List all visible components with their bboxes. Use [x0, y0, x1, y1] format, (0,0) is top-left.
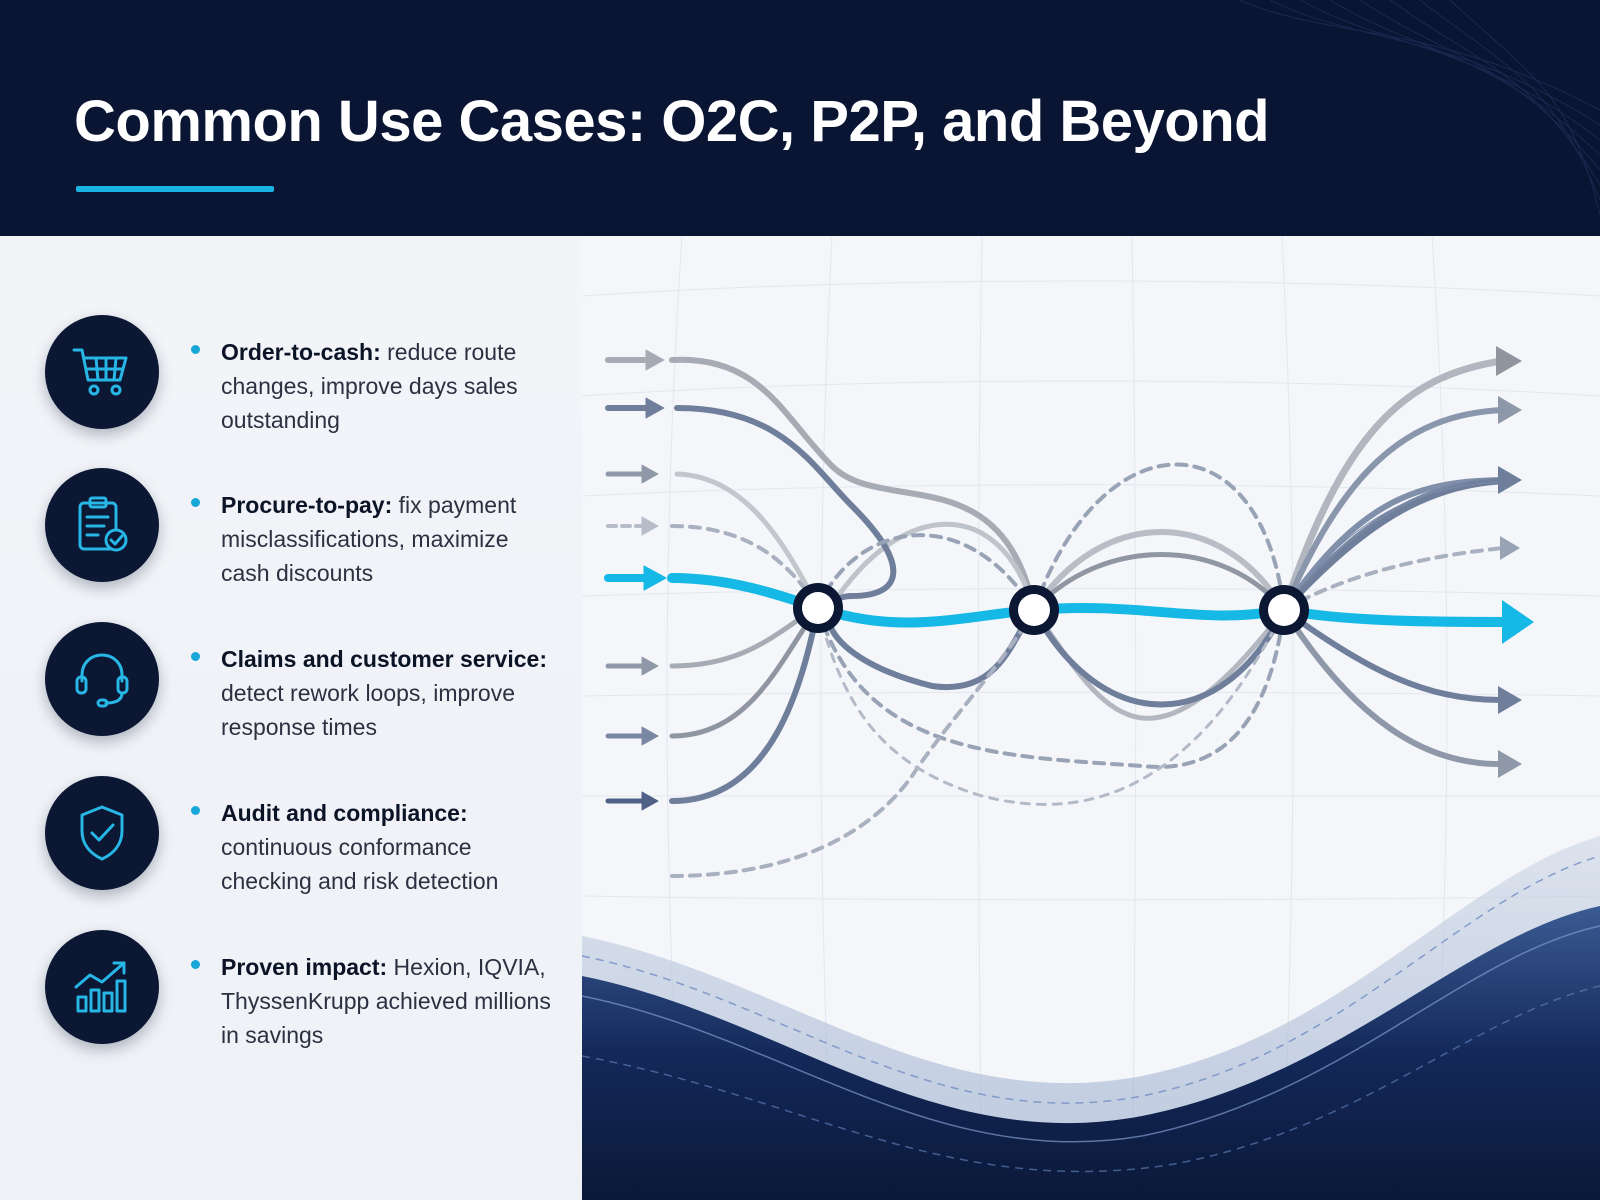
flow-path [1281, 607, 1507, 704]
flow-path [1283, 481, 1505, 611]
page-title: Common Use Cases: O2C, P2P, and Beyond [74, 89, 1270, 154]
flow-path [669, 605, 821, 739]
use-case-description: Claims and customer service: detect rewo… [221, 642, 561, 744]
use-case-detail: detect rework loops, improve response ti… [221, 680, 516, 740]
flow-path [1280, 357, 1506, 614]
outgoing-arrow [1498, 750, 1522, 778]
use-case-label: Order-to-cash: [221, 339, 381, 365]
process-flow-panel [582, 236, 1600, 1200]
flow-path [669, 605, 821, 804]
outgoing-arrow [1496, 346, 1522, 376]
flow-path [669, 356, 1037, 613]
flow-path-dashed [1282, 546, 1506, 612]
title-accent-underline [76, 186, 274, 192]
flow-path [674, 405, 1037, 691]
use-case-label: Claims and customer service: [221, 646, 547, 672]
bullet-dot [191, 498, 200, 507]
shield-check-icon [45, 776, 159, 890]
bullet-dot [191, 345, 200, 354]
bottom-wave-decoration [582, 836, 1600, 1200]
use-case-description: Procure-to-pay: fix payment misclassific… [221, 488, 561, 590]
incoming-arrow [605, 791, 659, 811]
bullet-dot [191, 652, 200, 661]
flow-path-dashed [816, 606, 1286, 769]
incoming-arrow-main [604, 565, 667, 591]
use-case-label: Proven impact: [221, 954, 388, 980]
outgoing-arrow [1498, 396, 1522, 424]
use-case-label: Procure-to-pay: [221, 492, 393, 518]
flow-path-dashed [670, 524, 820, 610]
use-case-detail: reduce route changes, improve days sales… [221, 339, 518, 433]
flow-path [827, 521, 1037, 613]
header-decorative-lines [1239, 0, 1600, 216]
use-case-procure-to-pay: Procure-to-pay: fix payment misclassific… [45, 468, 575, 588]
flow-path-dashed [816, 606, 1286, 806]
incoming-arrow [605, 726, 659, 746]
headset-icon [45, 622, 159, 736]
use-case-description: Audit and compliance: continuous conform… [221, 796, 561, 898]
outgoing-arrow [1498, 686, 1522, 714]
use-case-detail: continuous conformance checking and risk… [221, 834, 499, 894]
bullet-dot [191, 960, 200, 969]
use-case-order-to-cash: Order-to-cash: reduce route changes, imp… [45, 315, 575, 435]
shopping-cart-icon [45, 315, 159, 429]
flow-path [1031, 552, 1287, 613]
growth-chart-icon [45, 930, 159, 1044]
use-case-description: Order-to-cash: reduce route changes, imp… [221, 335, 561, 437]
flow-path [1031, 529, 1287, 613]
incoming-arrow [605, 349, 665, 371]
flow-path [1281, 607, 1507, 768]
use-case-label: Audit and compliance: [221, 800, 468, 826]
process-nodes [793, 583, 1309, 635]
process-node [1259, 585, 1309, 635]
bullet-dot [191, 806, 200, 815]
use-case-proven-impact: Proven impact: Hexion, IQVIA, ThyssenKru… [45, 930, 575, 1050]
use-case-audit-compliance: Audit and compliance: continuous conform… [45, 776, 575, 896]
use-case-detail: fix payment misclassifications, maximize… [221, 492, 517, 586]
outgoing-arrow [1498, 466, 1522, 494]
incoming-arrow [606, 516, 659, 536]
process-flow-diagram [582, 236, 1600, 1200]
flow-path-dashed [1032, 462, 1286, 612]
incoming-arrow [605, 397, 665, 419]
outgoing-arrow [1500, 536, 1520, 560]
incoming-arrow [605, 656, 659, 676]
flow-path [1031, 607, 1287, 708]
flow-path [1281, 407, 1507, 613]
flow-path-dashed [670, 608, 1036, 878]
use-case-detail: Hexion, IQVIA, ThyssenKrupp achieved mil… [221, 954, 551, 1048]
process-node [1009, 585, 1059, 635]
use-case-list: Order-to-cash: reduce route changes, imp… [0, 236, 582, 1200]
use-case-description: Proven impact: Hexion, IQVIA, ThyssenKru… [221, 950, 561, 1052]
clipboard-check-icon [45, 468, 159, 582]
use-case-claims-service: Claims and customer service: detect rewo… [45, 622, 575, 742]
header-banner: Common Use Cases: O2C, P2P, and Beyond [0, 0, 1600, 236]
flow-path-dashed [816, 533, 1036, 612]
flow-path [674, 471, 821, 611]
outgoing-arrow-main [1502, 600, 1534, 644]
process-node [793, 583, 843, 633]
incoming-arrow [605, 464, 659, 484]
